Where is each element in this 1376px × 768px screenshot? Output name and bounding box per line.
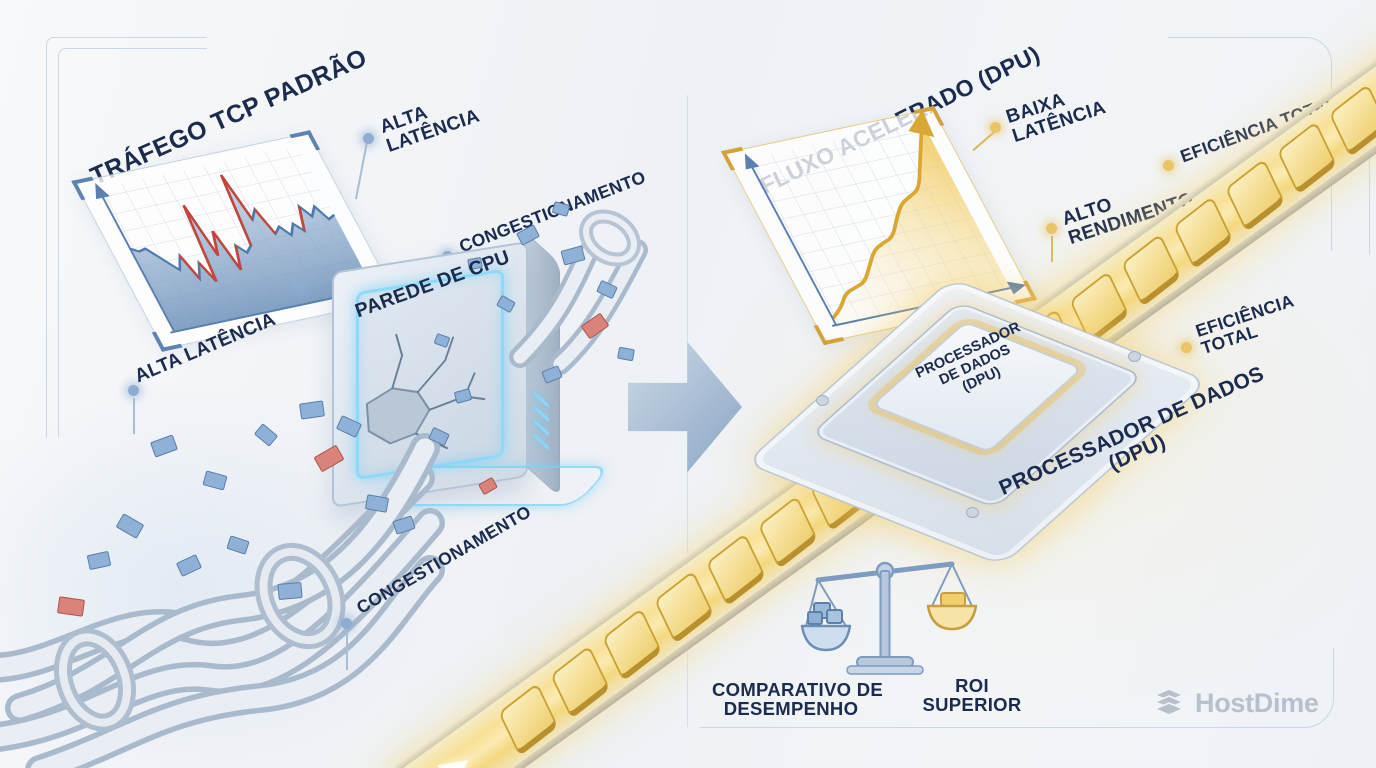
cpu-wall-panel xyxy=(356,268,504,481)
label-alta-latencia-top: ALTA LATÊNCIA xyxy=(377,102,483,157)
callout-line xyxy=(346,632,348,670)
callout-dot xyxy=(128,385,139,396)
hostdime-logo: HostDime xyxy=(1152,687,1319,719)
label-baixa-latencia: BAIXA LATÊNCIA xyxy=(1003,89,1109,147)
label-eficiencia-total-side: EFICIÊNCIA TOTAL xyxy=(1193,290,1297,359)
label-roi: ROI SUPERIOR xyxy=(922,675,1022,716)
callout-line xyxy=(354,142,368,200)
wall-crack-illustration xyxy=(365,333,486,450)
callout-dot xyxy=(341,618,352,629)
screw-icon xyxy=(816,395,829,406)
dpu-chip-illustration: PROCESSADOR DE DADOS (DPU) xyxy=(744,215,1210,625)
screw-icon xyxy=(1128,351,1141,362)
broken-cable-illustration xyxy=(509,209,648,375)
screw-icon xyxy=(966,507,979,518)
callout-dot xyxy=(1181,342,1192,353)
callout-dot xyxy=(1163,160,1174,171)
balance-scale-illustration xyxy=(800,561,978,675)
hostdime-wordmark: HostDime xyxy=(1195,687,1319,718)
callout-dot xyxy=(990,122,1001,133)
hostdime-layers-icon xyxy=(1152,688,1186,716)
callout-line xyxy=(972,130,997,152)
callout-line xyxy=(133,398,135,434)
label-comparativo: COMPARATIVO DE DESEMPENHO xyxy=(712,679,884,720)
callout-dot xyxy=(363,133,374,144)
tangled-cables-illustration xyxy=(0,433,445,768)
cpu-wall-front xyxy=(332,240,528,508)
